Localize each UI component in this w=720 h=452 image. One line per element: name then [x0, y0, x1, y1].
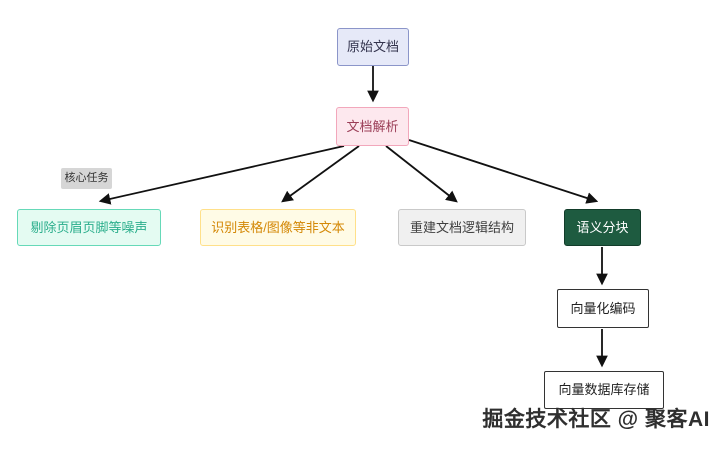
arrow-parse-to-nontext: [281, 145, 360, 203]
node-vector-encoding: 向量化编码: [557, 289, 649, 328]
node-remove-header-footer-noise-label: 剔除页眉页脚等噪声: [30, 219, 148, 235]
arrow-parse-to-noise: [98, 145, 345, 205]
arrow-parse-to-chunk: [408, 139, 599, 204]
arrow-parse-to-structure: [385, 145, 458, 203]
label-core-tasks-text: 核心任务: [64, 171, 109, 184]
node-semantic-chunking-label: 语义分块: [576, 219, 629, 235]
node-remove-header-footer-noise: 剔除页眉页脚等噪声: [17, 209, 161, 246]
node-vector-database-storage: 向量数据库存储: [544, 371, 664, 409]
node-document-parsing: 文档解析: [336, 107, 409, 146]
node-identify-tables-images: 识别表格/图像等非文本: [200, 209, 356, 246]
node-original-document-label: 原始文档: [346, 39, 399, 55]
node-identify-tables-images-label: 识别表格/图像等非文本: [211, 219, 345, 235]
label-core-tasks: 核心任务: [61, 168, 112, 189]
node-rebuild-logical-structure: 重建文档逻辑结构: [398, 209, 526, 246]
node-semantic-chunking: 语义分块: [564, 209, 641, 246]
node-document-parsing-label: 文档解析: [346, 118, 399, 134]
node-vector-database-storage-label: 向量数据库存储: [558, 382, 650, 398]
node-vector-encoding-label: 向量化编码: [570, 300, 636, 316]
node-original-document: 原始文档: [337, 28, 409, 66]
node-rebuild-logical-structure-label: 重建文档逻辑结构: [409, 219, 514, 235]
watermark: 掘金技术社区 @ 聚客AI: [482, 408, 710, 431]
